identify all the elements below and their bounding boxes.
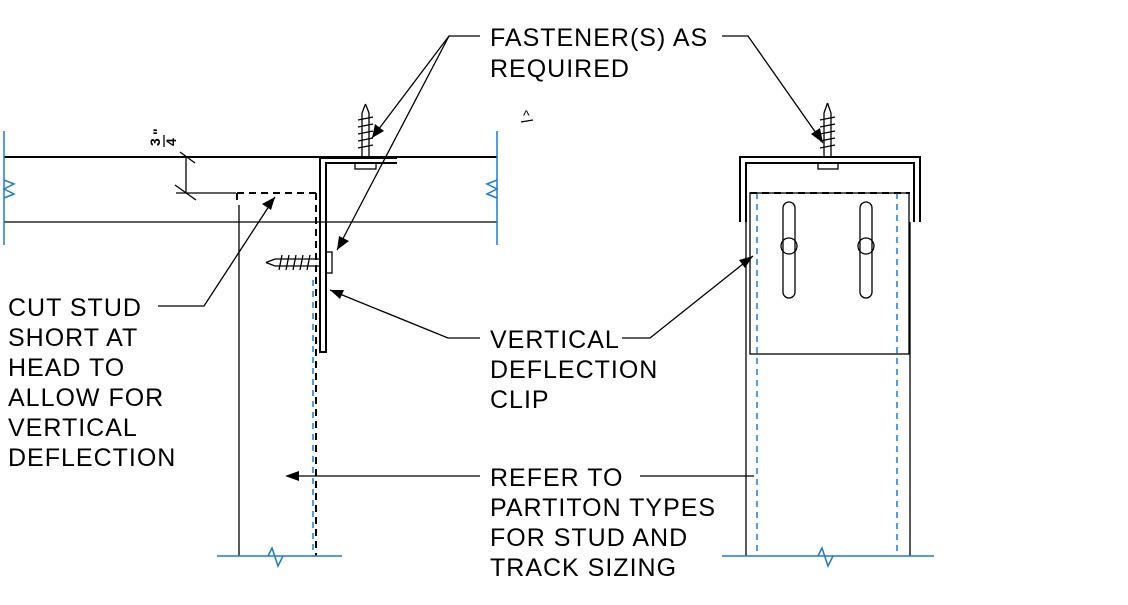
stray-mark-underline [520, 119, 534, 123]
refer-note-line: PARTITON TYPES [490, 494, 716, 522]
arrowhead [337, 236, 349, 250]
cut-stud-leader [158, 196, 276, 307]
stray-mark: ^ [523, 107, 531, 123]
leader-lines [158, 35, 824, 481]
svg-text:": " [150, 128, 166, 135]
fastener-leader-right [722, 35, 824, 144]
svg-text:4: 4 [163, 138, 179, 146]
right-bottom-break-symbol [817, 546, 834, 568]
left-section-view: 3 4 " [2, 103, 499, 568]
screw-left [780, 237, 798, 255]
right-break-symbol [485, 179, 499, 199]
cut-stud-line: ALLOW FOR [8, 384, 164, 412]
clip-note-line: VERTICAL [490, 326, 620, 354]
arrowhead [811, 128, 823, 143]
dim-tick-top [179, 151, 196, 164]
deflection-clip-plate [749, 192, 910, 355]
top-track-outer [739, 156, 921, 222]
fastener-leader-2 [336, 35, 450, 251]
clip-leader-left [329, 289, 480, 339]
clip-note: VERTICAL DEFLECTION CLIP [490, 326, 658, 414]
refer-note-line: TRACK SIZING [490, 554, 677, 582]
fastener-note: FASTENER(S) AS REQUIRED [490, 24, 708, 83]
screw-right [857, 237, 875, 255]
fastener-note-line2: REQUIRED [490, 55, 630, 83]
slot-right [859, 201, 873, 299]
angle-clip [319, 157, 397, 353]
cut-stud-line: DEFLECTION [8, 444, 176, 472]
slot-left [782, 201, 796, 299]
cut-stud-line: SHORT AT [8, 324, 138, 352]
cut-stud-line: CUT STUD [8, 294, 142, 322]
clip-note-line: DEFLECTION [490, 356, 658, 384]
refer-note-line: REFER TO [490, 464, 624, 492]
clip-note-line: CLIP [490, 386, 550, 414]
fastener-note-line1: FASTENER(S) AS [490, 24, 708, 52]
arrowhead [262, 197, 275, 210]
dimension-three-quarter: 3 4 " [147, 128, 179, 147]
clip-leader-right [622, 255, 754, 339]
cut-stud-line: HEAD TO [8, 354, 125, 382]
svg-text:3: 3 [147, 138, 163, 146]
side-fastener-icon [265, 251, 333, 274]
right-elevation-view [722, 102, 934, 568]
arrowhead [285, 471, 299, 481]
arrowhead [330, 290, 344, 299]
refer-note-line: FOR STUD AND [490, 524, 688, 552]
left-break-symbol [2, 179, 16, 199]
cut-stud-line: VERTICAL [8, 414, 138, 442]
fastener-leader-1 [371, 35, 480, 139]
arrowhead [372, 124, 384, 138]
left-bottom-break-symbol [267, 546, 284, 568]
refer-note: REFER TO PARTITON TYPES FOR STUD AND TRA… [490, 464, 716, 582]
cut-stud-note: CUT STUD SHORT AT HEAD TO ALLOW FOR VERT… [8, 294, 176, 472]
arrowhead [739, 256, 753, 268]
top-fastener-icon [354, 103, 377, 170]
